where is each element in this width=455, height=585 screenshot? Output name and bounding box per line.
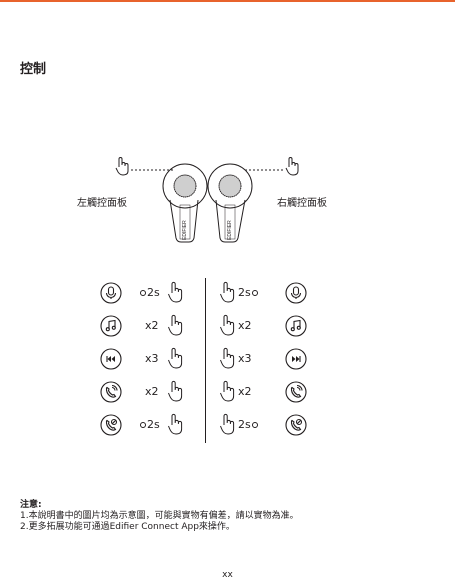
left-touch-panel-label: 左觸控面板 — [77, 198, 127, 209]
notes-title: 注意: — [20, 500, 42, 510]
right-earbud-brand: EDIFIER — [227, 220, 233, 240]
mic-icon — [285, 282, 307, 304]
right-gesture-label: 2s — [238, 416, 259, 434]
notes-section: 注意: 1.本說明書中的圖片均為示意圖，可能與實物有偏差，請以實物為准。 2.更… — [20, 500, 299, 533]
mic-icon — [100, 282, 122, 304]
tap-hand-icon — [220, 347, 235, 369]
right-gesture-label: x2 — [238, 385, 252, 398]
right-earbud-icon — [207, 163, 253, 243]
answer-call-icon — [100, 381, 122, 403]
left-gesture-label: x2 — [145, 319, 159, 332]
tap-hand-icon — [168, 281, 183, 303]
notes-line-2: 2.更多拓展功能可通過Edifier Connect App來操作。 — [20, 522, 235, 532]
left-gesture-label: x3 — [145, 352, 159, 365]
tap-hand-icon — [168, 413, 183, 435]
hold-dot-icon — [140, 290, 146, 296]
hold-dot-icon — [251, 422, 258, 428]
music-note-icon — [100, 315, 122, 337]
left-gesture-label: 2s — [139, 284, 160, 302]
previous-track-icon — [100, 348, 122, 370]
hold-dot-icon — [251, 290, 258, 296]
answer-call-icon — [285, 381, 307, 403]
left-gesture-label: 2s — [139, 416, 160, 434]
control-row: x2 x2 — [0, 379, 455, 405]
tap-hand-icon — [220, 413, 235, 435]
left-tap-hand-icon — [115, 157, 129, 176]
right-gesture-label: x3 — [238, 352, 252, 365]
hold-dot-icon — [140, 422, 146, 428]
column-divider — [205, 278, 206, 443]
right-touch-panel-label: 右觸控面板 — [277, 198, 327, 209]
page-number: xx — [222, 570, 233, 580]
control-row: 2s 2s — [0, 412, 455, 438]
control-row: 2s 2s — [0, 280, 455, 306]
tap-hand-icon — [220, 281, 235, 303]
reject-call-icon — [100, 414, 122, 436]
control-row: x3 x3 — [0, 346, 455, 372]
tap-hand-icon — [220, 314, 235, 336]
section-title: 控制 — [20, 62, 47, 77]
tap-hand-icon — [220, 380, 235, 402]
next-track-icon — [285, 348, 307, 370]
tap-hand-icon — [168, 347, 183, 369]
header-accent-line — [0, 0, 455, 2]
left-gesture-label: x2 — [145, 385, 159, 398]
control-row: x2 x2 — [0, 313, 455, 339]
tap-hand-icon — [168, 380, 183, 402]
right-tap-hand-icon — [285, 157, 299, 176]
right-gesture-label: x2 — [238, 319, 252, 332]
right-gesture-label: 2s — [238, 284, 259, 302]
reject-call-icon — [285, 414, 307, 436]
notes-line-1: 1.本說明書中的圖片均為示意圖，可能與實物有偏差，請以實物為准。 — [20, 511, 299, 521]
music-note-icon — [285, 315, 307, 337]
tap-hand-icon — [168, 314, 183, 336]
left-earbud-brand: EDIFIER — [182, 220, 188, 240]
earbuds-illustration: EDIFIER EDIFIER — [115, 157, 299, 243]
left-earbud-icon — [162, 163, 208, 243]
